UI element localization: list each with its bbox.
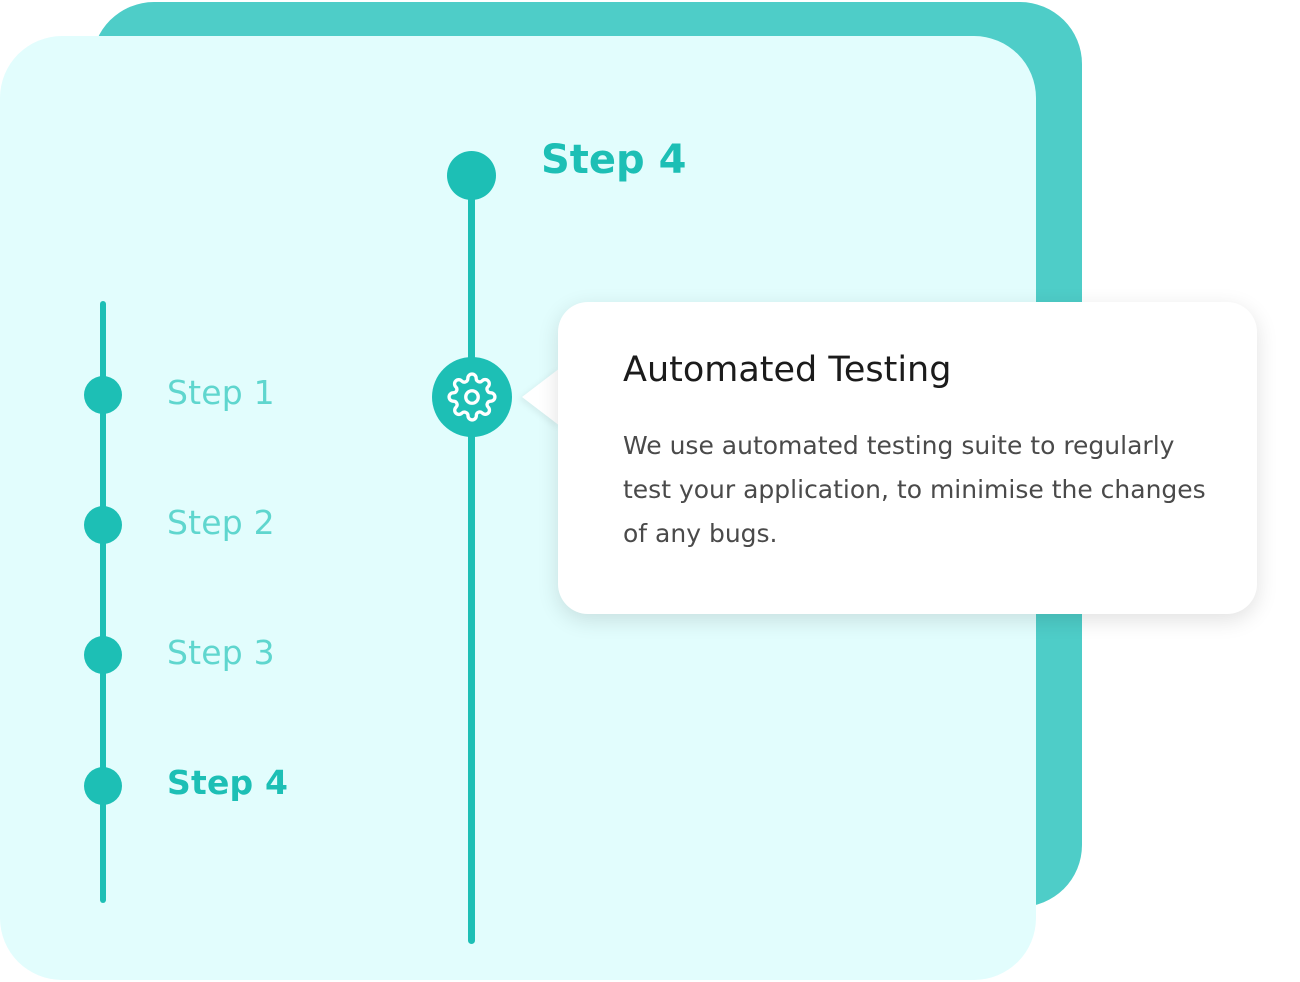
info-card: Automated Testing We use automated testi…	[558, 302, 1257, 614]
step-1-dot[interactable]	[84, 376, 122, 414]
gear-badge[interactable]	[432, 357, 512, 437]
center-step-dot	[447, 151, 496, 200]
step-2-label[interactable]: Step 2	[167, 503, 275, 542]
step-4-label[interactable]: Step 4	[167, 763, 289, 802]
info-card-pointer	[522, 368, 560, 426]
gear-icon	[447, 372, 497, 422]
step-3-label[interactable]: Step 3	[167, 633, 275, 672]
current-step-title: Step 4	[541, 137, 687, 183]
step-2-dot[interactable]	[84, 506, 122, 544]
step-1-label[interactable]: Step 1	[167, 373, 275, 412]
info-card-title: Automated Testing	[623, 350, 952, 390]
center-timeline-line	[468, 175, 475, 944]
info-card-description: We use automated testing suite to regula…	[623, 431, 1206, 548]
step-3-dot[interactable]	[84, 636, 122, 674]
step-4-dot[interactable]	[84, 767, 122, 805]
left-timeline-line	[100, 301, 106, 903]
